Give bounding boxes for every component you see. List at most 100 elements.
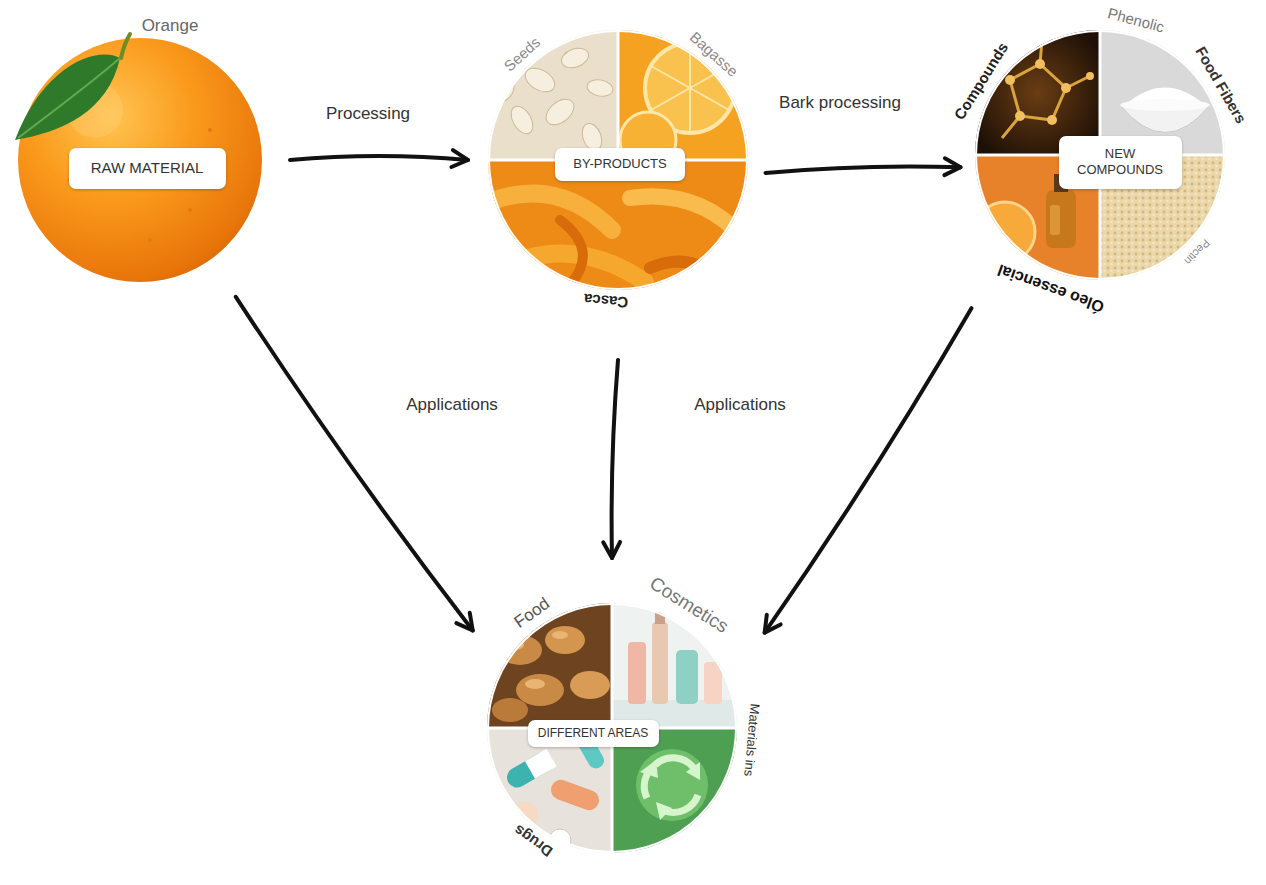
arrow-head	[603, 542, 620, 558]
illustration-part	[208, 128, 212, 132]
node-label: Materials ins	[741, 703, 762, 777]
illustration-part	[121, 34, 130, 58]
label-box: BY-PRODUCTS	[555, 148, 685, 181]
illustration-part	[552, 631, 568, 639]
arrow-head	[451, 150, 468, 167]
box-label: BY-PRODUCTS	[573, 156, 666, 172]
node-label: Pectin	[1182, 237, 1213, 268]
node-label: Drugs	[510, 822, 555, 861]
illustration-part	[686, 762, 700, 780]
illustration-part	[1047, 115, 1057, 125]
box-label: NEW COMPOUNDS	[1073, 146, 1168, 179]
illustration-part	[628, 642, 646, 704]
illustration-part	[516, 674, 564, 706]
label-box: DIFFERENT AREAS	[528, 720, 659, 747]
illustration-part	[1005, 75, 1015, 85]
illustration-part	[1050, 205, 1060, 235]
illustration-part	[704, 662, 722, 704]
arrow-connector	[765, 308, 972, 632]
illustration-part	[548, 777, 602, 813]
arrow-head	[944, 158, 960, 175]
new-compounds-photo	[975, 30, 1225, 280]
illustration-part	[1061, 83, 1071, 93]
arrow-connector	[236, 297, 473, 631]
illustration-part	[148, 238, 152, 242]
node-label: Compounds	[951, 39, 1012, 122]
arrow-head	[456, 613, 472, 631]
edge-label: Applications	[403, 395, 501, 415]
illustration-part	[617, 30, 620, 160]
edge-label: Processing	[323, 104, 413, 124]
illustration-part	[1002, 40, 1090, 138]
circle-border	[19, 39, 261, 281]
node-label: Cosmetics	[645, 572, 732, 638]
illustration-part	[559, 45, 591, 71]
circle-border	[976, 31, 1224, 279]
illustration-part	[545, 626, 585, 654]
illustration-part	[18, 38, 262, 282]
arrow-line	[612, 360, 618, 558]
illustration-part	[640, 760, 658, 778]
illustration-part	[506, 640, 524, 650]
illustration-part	[975, 202, 1035, 262]
illustration-part	[650, 262, 730, 290]
arrow-line	[236, 297, 473, 631]
circle-border	[489, 31, 747, 289]
illustration-part	[560, 220, 583, 285]
box-label: RAW MATERIAL	[91, 159, 204, 178]
arrow-connector	[290, 150, 468, 167]
node-label: Bagasse	[686, 28, 741, 80]
orange-fruit	[15, 34, 262, 282]
arrow-line	[765, 308, 972, 632]
label-box: RAW MATERIAL	[69, 148, 226, 189]
box-label: DIFFERENT AREAS	[538, 726, 648, 741]
illustration-part	[676, 650, 698, 704]
label-box: NEW COMPOUNDS	[1059, 136, 1182, 189]
circle-node: FoodCosmeticsDrugsMaterials insDIFFERENT…	[487, 603, 737, 853]
illustration-part	[630, 196, 745, 240]
node-label: Food	[510, 594, 553, 632]
illustration-part	[492, 698, 528, 722]
illustration-part	[1046, 190, 1076, 248]
illustration-part	[655, 758, 695, 770]
illustration-part	[586, 78, 614, 98]
illustration-part	[1015, 111, 1025, 121]
illustration-part	[188, 208, 192, 212]
illustration-part	[548, 777, 602, 813]
node-label: Seeds	[501, 33, 544, 74]
illustration-part	[492, 76, 518, 105]
illustration-part	[656, 802, 672, 820]
arrow-head	[765, 615, 781, 633]
illustration-part	[507, 103, 538, 138]
circle-node: PhenolicCompoundsFood FibersÓleo essenci…	[975, 30, 1225, 280]
illustration-part	[636, 749, 708, 821]
arrow-connector	[603, 360, 620, 558]
illustration-part	[498, 635, 542, 665]
illustration-part	[652, 622, 668, 704]
by-products-photo	[488, 30, 748, 290]
illustration-part	[541, 94, 578, 130]
arrow-line	[290, 156, 468, 160]
illustration-part	[495, 193, 612, 230]
node-label: Orange	[142, 16, 199, 36]
node-label: Food Fibers	[1192, 44, 1250, 127]
illustration-part	[525, 749, 557, 779]
illustration-part	[570, 671, 610, 699]
areas-photo	[487, 603, 737, 853]
illustration-part	[18, 58, 120, 138]
illustration-part	[15, 55, 120, 140]
illustration-part	[1120, 99, 1210, 111]
node-label: Casca	[583, 291, 629, 312]
illustration-part	[503, 749, 556, 791]
edge-label: Bark processing	[776, 93, 904, 113]
arrow-line	[765, 166, 960, 173]
illustration-part	[525, 679, 545, 689]
illustration-part	[1035, 59, 1045, 69]
edge-label: Applications	[691, 395, 789, 415]
illustration-part	[503, 749, 556, 791]
circle-node: SeedsBagasseCascaBY-PRODUCTS	[488, 30, 748, 290]
arrow-connector	[765, 158, 960, 175]
